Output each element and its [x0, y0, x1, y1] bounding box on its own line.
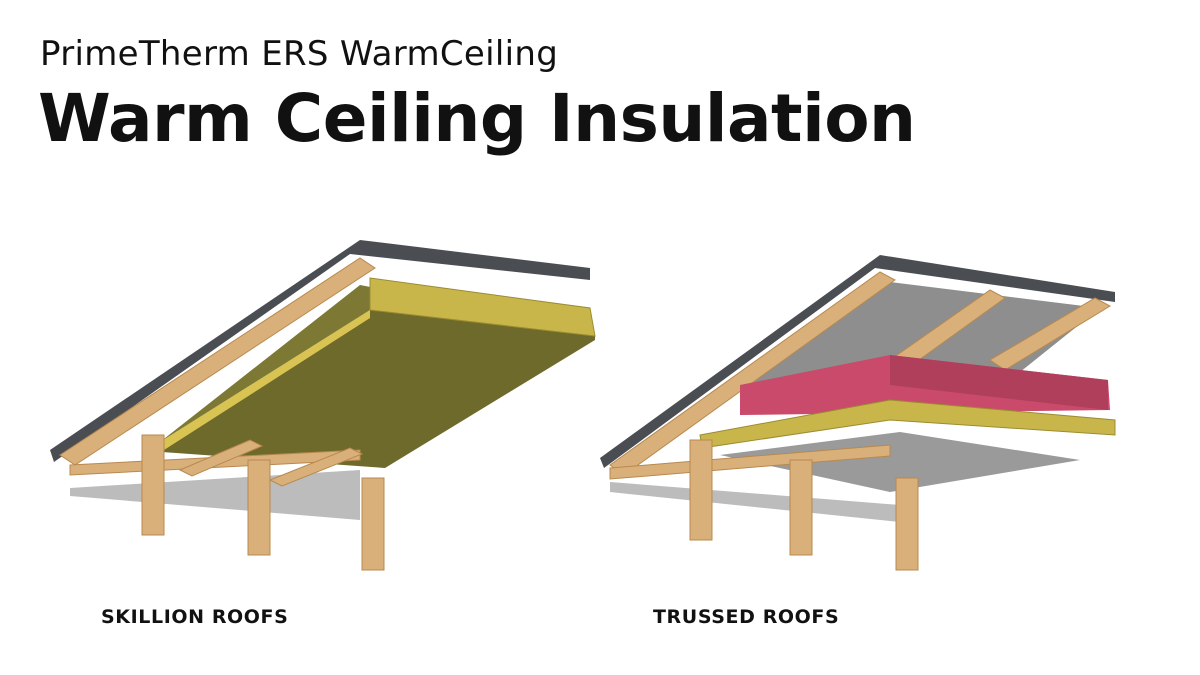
- rafter-left: [59, 257, 376, 466]
- post-2: [789, 459, 813, 556]
- page-title: Warm Ceiling Insulation: [38, 80, 916, 157]
- skillion-roofs-caption: SKILLION ROOFS: [101, 606, 289, 628]
- brand-subtitle: PrimeTherm ERS WarmCeiling: [40, 34, 559, 74]
- ceiling-board: [720, 432, 1080, 492]
- post-1: [141, 434, 165, 536]
- joist-3: [268, 447, 364, 487]
- trussed-roof-diagram: [590, 220, 1130, 590]
- insulation-front-edge: [160, 310, 370, 450]
- post-1: [689, 439, 713, 541]
- trussed-roofs-caption: TRUSSED ROOFS: [653, 606, 840, 628]
- skillion-roof-diagram: [30, 220, 600, 590]
- bottom-chord: [609, 444, 891, 480]
- post-3: [895, 477, 919, 571]
- post-3: [361, 477, 385, 571]
- truss-rafter-right: [989, 297, 1112, 371]
- membrane: [610, 482, 900, 522]
- joist-2: [178, 439, 264, 477]
- post-2: [247, 459, 271, 556]
- insulation-slab: [160, 310, 595, 468]
- pink-insulation-front: [890, 355, 1108, 410]
- roof-sheet: [50, 240, 590, 462]
- membrane: [70, 470, 360, 520]
- insulation-edge: [369, 277, 596, 337]
